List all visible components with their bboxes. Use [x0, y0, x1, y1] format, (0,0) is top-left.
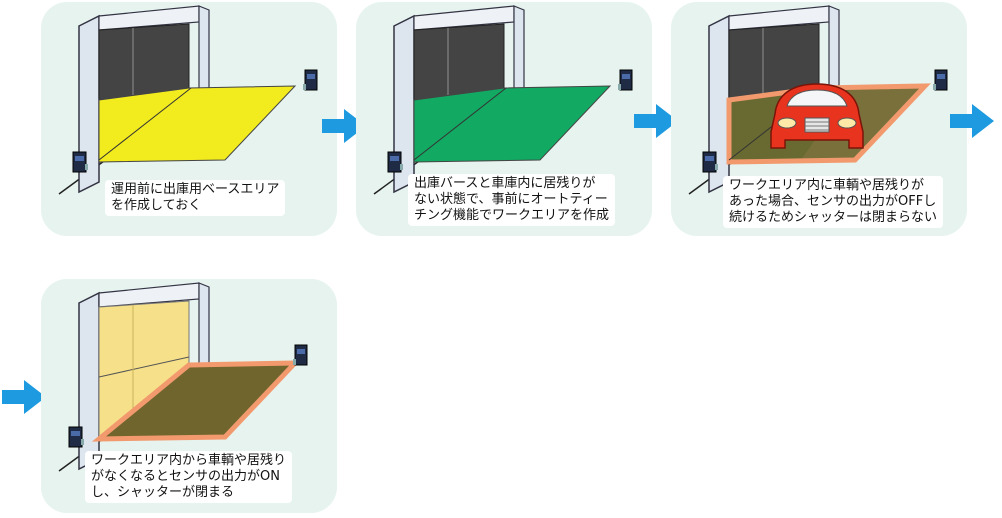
- sensor-icon: [387, 151, 403, 173]
- step3-illustration: [688, 5, 948, 195]
- work-area: [413, 85, 612, 163]
- step4-illustration: [58, 282, 308, 472]
- step-caption: 運用前に出庫用ベースエリア を作成しておく: [105, 180, 286, 216]
- car-icon: [770, 83, 864, 149]
- step-caption: ワークエリア内に車輌や居残りが あった場合、センサの出力がOFFし 続けるためシ…: [723, 176, 944, 228]
- sensor-icon: [293, 344, 308, 366]
- step-panel-1: 運用前に出庫用ベースエリア を作成しておく: [41, 2, 337, 236]
- flow-arrow-icon: [2, 380, 46, 414]
- step-caption: 出庫バースと車庫内に居残りが ない状態で、事前にオートティー チング機能でワーク…: [408, 174, 616, 226]
- sensor-icon: [618, 69, 633, 91]
- detection-area: [91, 360, 301, 442]
- sensor-icon: [68, 426, 84, 448]
- sensor-icon: [72, 151, 88, 173]
- sensor-icon: [933, 69, 948, 91]
- flow-arrow-icon: [322, 109, 366, 143]
- base-area: [98, 85, 297, 163]
- step-panel-4: ワークエリア内から車輌や居残り がなくなるとセンサの出力がON し、シャッターが…: [41, 279, 337, 513]
- sensor-icon: [303, 69, 318, 91]
- step-panel-3: ワークエリア内に車輌や居残りが あった場合、センサの出力がOFFし 続けるためシ…: [671, 2, 967, 236]
- step-caption: ワークエリア内から車輌や居残り がなくなるとセンサの出力がON し、シャッターが…: [85, 451, 293, 503]
- step-panel-2: 出庫バースと車庫内に居残りが ない状態で、事前にオートティー チング機能でワーク…: [356, 2, 652, 236]
- flow-arrow-icon: [950, 104, 994, 138]
- step1-illustration: [58, 5, 318, 195]
- step2-illustration: [373, 5, 633, 195]
- sensor-icon: [702, 151, 718, 173]
- flow-arrow-icon: [634, 104, 678, 138]
